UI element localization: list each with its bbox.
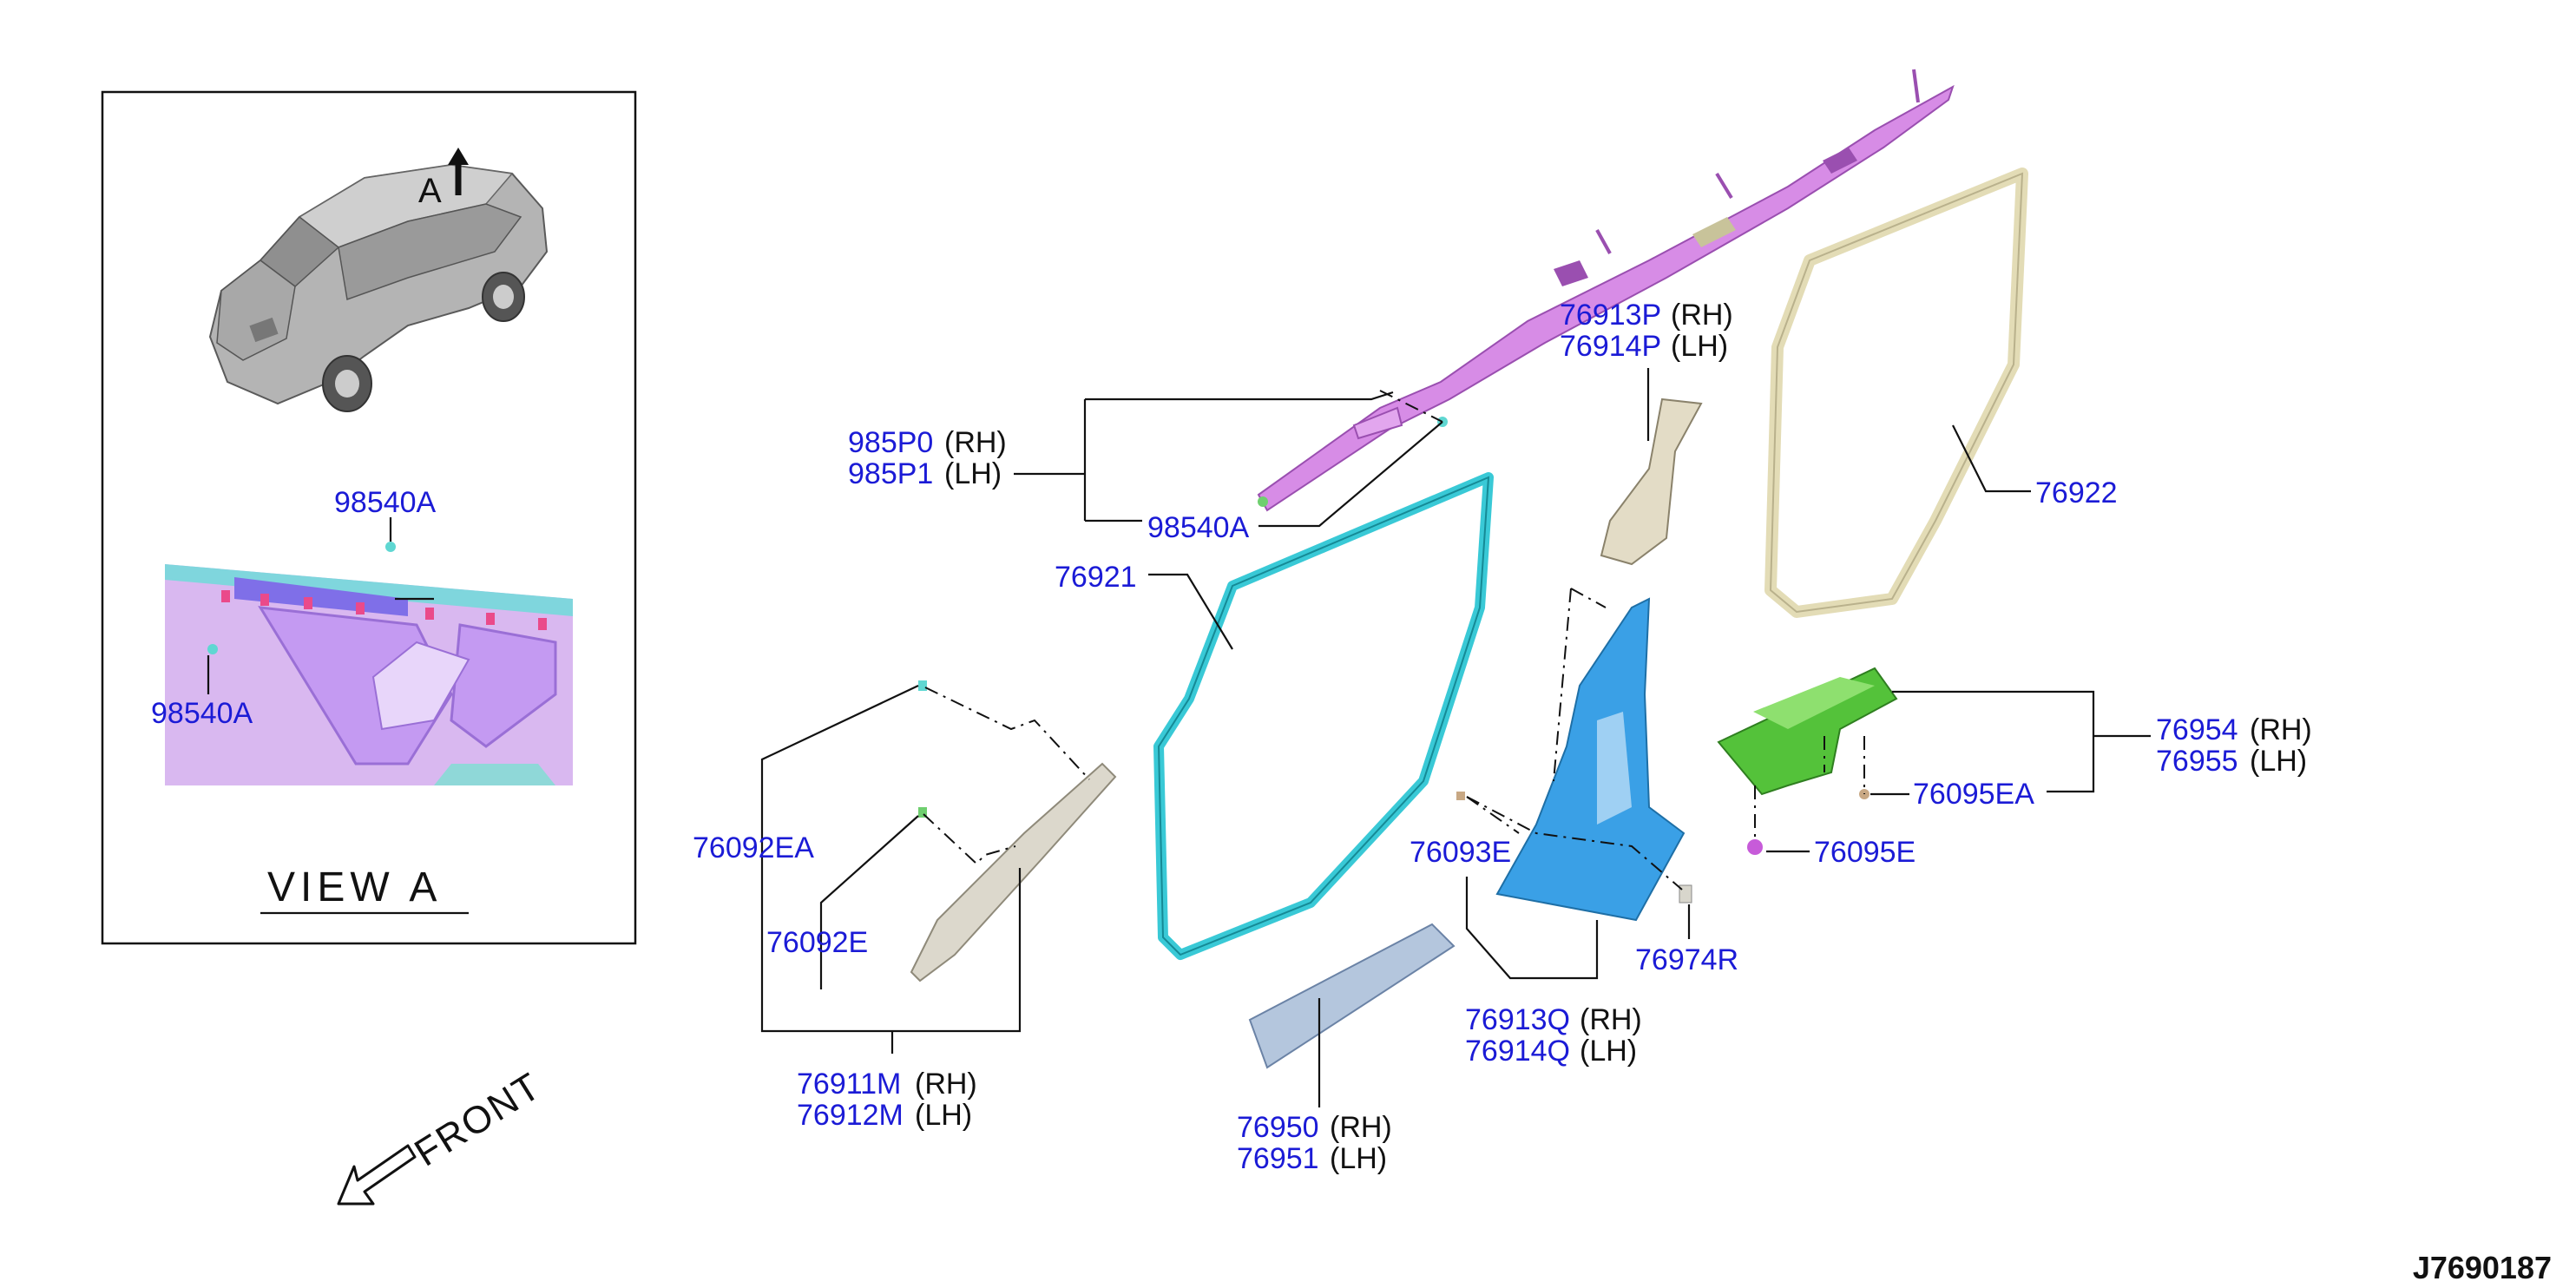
kicking-plate-part — [1717, 667, 1898, 796]
side-label-lh: (LH) — [1580, 1035, 1637, 1068]
weatherstrip-76921-part — [1153, 472, 1494, 960]
pillar-upper-garnish-part — [1600, 398, 1703, 566]
step-plate-part — [1248, 923, 1456, 1069]
pillar-lower-garnish-part — [1495, 597, 1686, 922]
front-arrow-icon — [337, 1144, 417, 1206]
part-number-98540a[interactable]: 98540A — [1147, 511, 1250, 544]
clip-76093e-part — [1456, 792, 1465, 800]
leader-lines — [760, 368, 2151, 1107]
side-label-lh: (LH) — [2250, 745, 2307, 778]
inset-part-number-top[interactable]: 98540A — [334, 486, 437, 519]
clip-76092e-part — [918, 807, 927, 818]
part-number-76921[interactable]: 76921 — [1055, 561, 1137, 594]
callout-985p[interactable]: 985P0 (RH) 985P1 (LH) — [848, 426, 1007, 490]
side-label-lh: (LH) — [944, 457, 1002, 490]
drawing-id: J7690187 — [2413, 1250, 2552, 1285]
side-label-rh: (RH) — [1330, 1111, 1392, 1144]
view-arrow-icon — [448, 148, 469, 195]
front-label: FRONT — [407, 1064, 549, 1174]
side-label-lh: (LH) — [915, 1099, 972, 1132]
part-number-76093e[interactable]: 76093E — [1410, 836, 1511, 869]
inset-part-number-bottom[interactable]: 98540A — [151, 697, 253, 730]
front-direction-indicator: FRONT — [337, 1064, 549, 1206]
part-number-76092e[interactable]: 76092E — [766, 926, 868, 959]
part-number-985p1[interactable]: 985P1 — [848, 457, 933, 490]
part-number-76922[interactable]: 76922 — [2035, 476, 2118, 509]
part-number-76950[interactable]: 76950 — [1237, 1111, 1319, 1144]
view-title: VIEW A — [267, 864, 442, 910]
part-number-76974r[interactable]: 76974R — [1635, 943, 1738, 976]
part-number-76092ea[interactable]: 76092EA — [693, 831, 814, 864]
curtain-airbag-part — [1257, 69, 1955, 512]
part-number-76954[interactable]: 76954 — [2156, 713, 2238, 746]
inset-view-panel: A 98540A 98540A VIEW A — [101, 90, 637, 945]
part-number-76913p[interactable]: 76913P — [1560, 299, 1661, 332]
roof-rail-crop-illustration — [165, 542, 573, 785]
part-number-76914q[interactable]: 76914Q — [1465, 1035, 1570, 1068]
side-label-rh: (RH) — [915, 1068, 977, 1101]
callout-76913p[interactable]: 76913P (RH) 76914P (LH) — [1560, 299, 1733, 363]
side-label-rh: (RH) — [1580, 1003, 1642, 1036]
part-number-76911m[interactable]: 76911M — [797, 1068, 901, 1101]
part-number-76914p[interactable]: 76914P — [1560, 330, 1661, 363]
weatherstrip-76922-part — [1764, 168, 2028, 618]
side-label-lh: (LH) — [1330, 1142, 1387, 1175]
view-arrow-label: A — [418, 172, 442, 210]
side-label-rh: (RH) — [944, 426, 1007, 459]
clip-76974r-part — [1679, 884, 1692, 904]
side-label-rh: (RH) — [2250, 713, 2312, 746]
callout-76913q[interactable]: 76913Q (RH) 76914Q (LH) — [1465, 1003, 1642, 1068]
callout-76911m[interactable]: 76911M (RH) 76912M (LH) — [797, 1068, 977, 1132]
part-number-76913q[interactable]: 76913Q — [1465, 1003, 1570, 1036]
part-number-985p0[interactable]: 985P0 — [848, 426, 933, 459]
clip-76095e-part — [1747, 839, 1763, 855]
callout-76954[interactable]: 76954 (RH) 76955 (LH) — [2156, 713, 2312, 778]
clip-76092ea-part — [918, 680, 927, 691]
vehicle-illustration — [208, 163, 549, 412]
part-number-76912m[interactable]: 76912M — [797, 1099, 904, 1132]
side-label-rh: (RH) — [1671, 299, 1733, 332]
part-number-76095e[interactable]: 76095E — [1814, 836, 1916, 869]
part-number-76951[interactable]: 76951 — [1237, 1142, 1319, 1175]
side-label-lh: (LH) — [1671, 330, 1728, 363]
callout-76950[interactable]: 76950 (RH) 76951 (LH) — [1237, 1111, 1392, 1175]
front-pillar-garnish-part — [910, 762, 1117, 982]
part-number-76955[interactable]: 76955 — [2156, 745, 2238, 778]
part-number-76095ea[interactable]: 76095EA — [1913, 778, 2034, 811]
